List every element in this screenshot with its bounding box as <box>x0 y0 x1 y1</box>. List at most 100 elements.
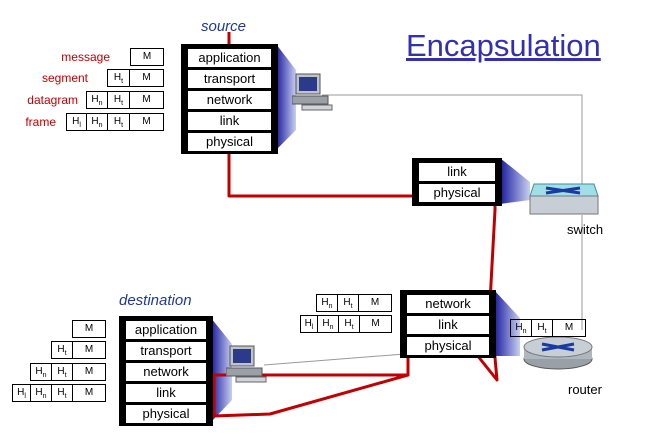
r-fr-hl-sub: l <box>311 324 314 331</box>
source-stack-shadow <box>276 44 296 150</box>
dest-stack-shadow <box>211 318 232 422</box>
seg-ht-sub: t <box>121 78 124 85</box>
r-dg-hn: Hn <box>317 295 338 311</box>
dest-layer-transport: transport <box>125 341 207 361</box>
r-out-ht-sub: t <box>544 328 547 335</box>
d-fr-hl: Hl <box>13 385 31 401</box>
d-fr-hn-h: H <box>35 387 43 398</box>
router-layer-physical: physical <box>406 336 490 356</box>
fr-hn: Hn <box>87 114 108 130</box>
source-protocol-stack: application transport network link physi… <box>181 44 278 154</box>
d-fr-ht-sub: t <box>64 393 67 400</box>
seg-m: M <box>142 72 151 83</box>
d-fr-hl-sub: l <box>24 393 26 400</box>
dg-hn-h: H <box>91 94 99 105</box>
r-out-hn-sub: n <box>522 328 527 335</box>
r-fr-hn: Hn <box>318 316 339 332</box>
d-dg-ht-h: H <box>57 366 65 377</box>
dest-datagram-box: Hn Ht M <box>30 363 106 381</box>
fr-ht: Ht <box>108 114 130 130</box>
dest-segment-box: Ht M <box>51 341 106 359</box>
fr-hl: Hl <box>67 114 87 130</box>
dg-m: M <box>142 94 151 105</box>
r-out-ht-h: H <box>537 322 545 333</box>
switch-label: switch <box>567 222 604 237</box>
page-title: Encapsulation <box>406 28 601 63</box>
source-layer-application: application <box>187 48 272 68</box>
r-fr-hn-sub: n <box>329 324 334 331</box>
fr-hl-h: H <box>72 116 80 127</box>
r-fr-hl: Hl <box>301 316 318 332</box>
dg-ht-sub: t <box>121 100 124 107</box>
router-label: router <box>568 382 602 397</box>
dg-ht-h: H <box>113 94 122 105</box>
d-seg-m: M <box>84 344 94 355</box>
d-fr-hl-h: H <box>17 387 25 398</box>
destination-protocol-stack: application transport network link physi… <box>119 316 213 426</box>
r-fr-ht-sub: t <box>351 324 354 331</box>
source-layer-network: network <box>187 90 272 110</box>
fr-m: M <box>142 116 151 127</box>
r-dg-hn-sub: n <box>328 303 333 310</box>
dg-ht: Ht <box>108 92 130 108</box>
r-out-hn-h: H <box>515 322 523 333</box>
label-datagram: datagram <box>27 93 78 107</box>
d-seg-ht: Ht <box>52 342 73 358</box>
r-fr-hn-h: H <box>322 318 330 329</box>
d-fr-hn-sub: n <box>42 393 47 400</box>
d-fr-m: M <box>84 387 94 398</box>
fr-ht-sub: t <box>121 122 124 129</box>
dest-layer-application: application <box>125 320 207 340</box>
r-fr-ht-h: H <box>344 318 352 329</box>
d-dg-ht-sub: t <box>64 372 67 379</box>
d-fr-ht: Ht <box>52 385 73 401</box>
d-fr-ht-h: H <box>57 387 65 398</box>
fr-ht-h: H <box>113 116 122 127</box>
switch-layer-link: link <box>418 162 496 182</box>
d-msg-m: M <box>84 323 94 334</box>
router-frame-box: Hl Hn Ht M <box>300 315 392 333</box>
router-layer-link: link <box>406 315 490 335</box>
router-layer-network: network <box>406 294 490 314</box>
switch-stack-shadow <box>500 158 530 204</box>
seg-ht-h: H <box>113 72 122 83</box>
switch-protocol-stack: link physical <box>412 158 502 206</box>
fr-hn-h: H <box>91 116 99 127</box>
source-layer-physical: physical <box>187 132 272 152</box>
destination-label: destination <box>119 292 192 309</box>
msg-m: M <box>142 51 152 62</box>
d-seg-ht-sub: t <box>64 350 67 357</box>
r-out-hn: Hn <box>511 320 532 336</box>
d-dg-ht: Ht <box>52 364 73 380</box>
d-dg-hn: Hn <box>31 364 52 380</box>
dest-layer-physical: physical <box>125 404 207 424</box>
source-frame-box: Hl Hn Ht M <box>66 113 164 131</box>
source-label: source <box>201 18 247 35</box>
dest-layer-network: network <box>125 362 207 382</box>
r-dg-hn-h: H <box>321 297 329 308</box>
router-protocol-stack: network link physical <box>400 290 496 358</box>
link-source-switch <box>322 94 583 188</box>
router-out-box: Hn Ht M <box>510 319 586 337</box>
dg-hn-sub: n <box>98 100 103 107</box>
d-dg-m: M <box>84 366 94 377</box>
label-frame: frame <box>25 115 56 129</box>
dest-frame-box: Hl Hn Ht M <box>12 384 106 402</box>
r-fr-hl-h: H <box>304 318 312 329</box>
switch-icon <box>529 183 599 215</box>
source-datagram-box: Hn Ht M <box>86 91 164 109</box>
source-computer-icon <box>292 73 333 111</box>
source-message-box: M <box>130 48 164 66</box>
d-dg-hn-h: H <box>35 366 43 377</box>
r-out-ht: Ht <box>532 320 553 336</box>
d-fr-hn: Hn <box>31 385 52 401</box>
r-dg-ht: Ht <box>338 295 359 311</box>
label-message: message <box>61 50 110 64</box>
seg-ht: Ht <box>108 70 130 86</box>
source-layer-link: link <box>187 111 272 131</box>
r-fr-m: M <box>371 318 380 329</box>
dest-message-box: M <box>72 320 106 338</box>
router-stack-shadow <box>494 290 520 356</box>
label-segment: segment <box>41 71 88 85</box>
r-out-m: M <box>564 322 574 333</box>
